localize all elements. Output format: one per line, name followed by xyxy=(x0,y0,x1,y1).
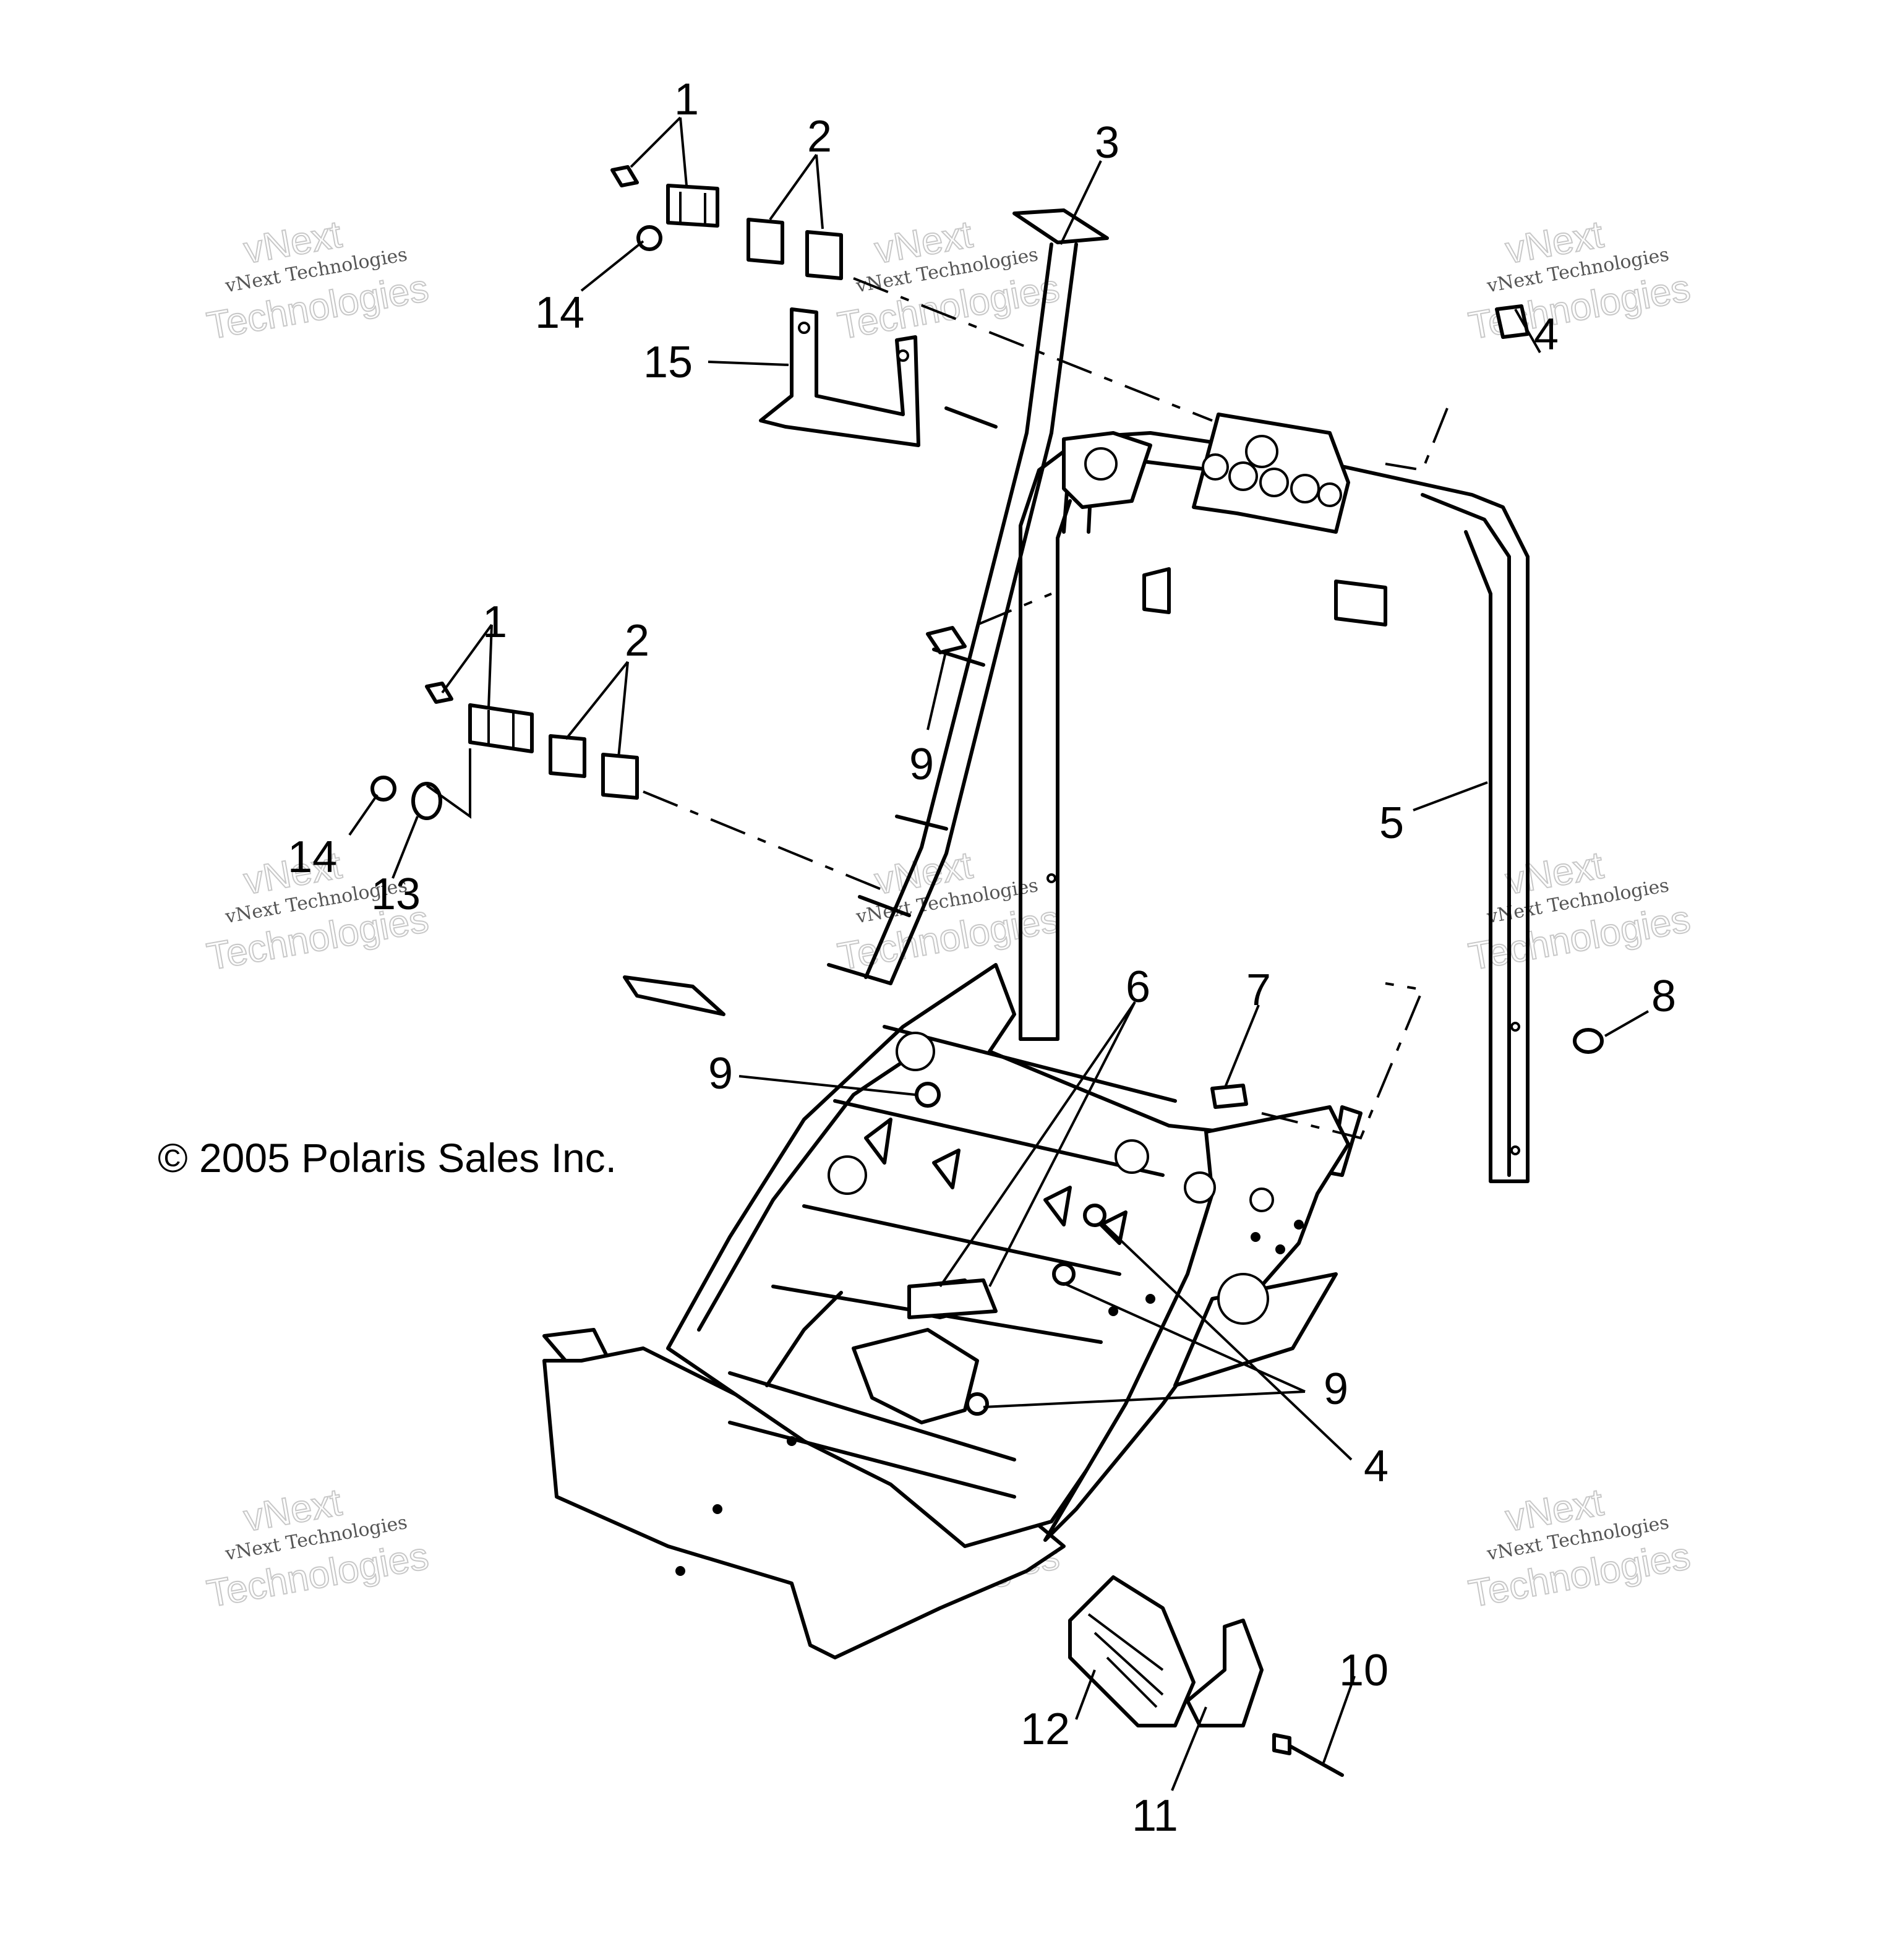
roll-hoop xyxy=(1019,413,1530,1183)
bolt-4-upper xyxy=(1495,304,1530,339)
watermark-bottom-left: vNext vNext Technologies Technologies xyxy=(203,1480,432,1616)
callout-14-top: 14 xyxy=(535,288,584,338)
clamp-11 xyxy=(1186,1619,1264,1727)
small-hardware xyxy=(915,304,1604,1777)
callout-9-left: 9 xyxy=(708,1049,733,1098)
clip-9-chassis-c xyxy=(965,1392,989,1416)
callout-14-mid: 14 xyxy=(288,832,337,882)
callout-9-upper: 9 xyxy=(909,740,934,789)
bracket-15 xyxy=(759,307,920,447)
clip-9-left xyxy=(915,1082,941,1108)
callout-11: 11 xyxy=(1132,1791,1178,1841)
watermark-bottom-right: vNext vNext Technologies Technologies xyxy=(1465,1480,1694,1616)
assembly-lines xyxy=(643,277,1449,1140)
callout-6: 6 xyxy=(1126,962,1150,1012)
steering-post xyxy=(623,208,1109,1016)
clip-9-chassis-a xyxy=(1083,1204,1106,1227)
callout-9-right: 9 xyxy=(1324,1364,1348,1414)
watermark-top-center: vNext vNext Technologies Technologies xyxy=(834,212,1063,348)
pin-10 xyxy=(1285,1742,1344,1777)
callout-labels: 1 2 3 14 15 4 9 5 1 2 14 13 6 7 8 9 9 4 … xyxy=(288,75,1676,1841)
copyright-notice: © 2005 Polaris Sales Inc. xyxy=(158,1135,617,1181)
callout-8: 8 xyxy=(1651,972,1676,1021)
clip-9-chassis-b xyxy=(1052,1262,1076,1286)
callout-2-mid: 2 xyxy=(625,616,649,665)
callout-4-top: 4 xyxy=(1534,310,1559,359)
lower-clamp-set xyxy=(370,682,639,820)
nut-8 xyxy=(1573,1028,1604,1054)
nut-14-upper xyxy=(636,225,662,251)
callout-3: 3 xyxy=(1095,118,1119,168)
clip-9-upper xyxy=(926,626,967,654)
clamp-1-upper-a xyxy=(666,184,719,228)
callout-1-mid: 1 xyxy=(482,597,507,647)
watermark-top-right: vNext vNext Technologies Technologies xyxy=(1465,212,1694,348)
bolt-1-upper xyxy=(610,165,639,187)
bolt-7 xyxy=(1210,1084,1248,1109)
chassis-frame xyxy=(542,963,1363,1659)
callout-1-top: 1 xyxy=(674,75,699,124)
clamp-2-upper-b xyxy=(805,230,843,280)
watermark-mid-center: vNext vNext Technologies Technologies xyxy=(834,843,1063,979)
leader-lines xyxy=(348,116,1649,1791)
callout-7: 7 xyxy=(1246,965,1271,1015)
watermark-top-left: vNext vNext Technologies Technologies xyxy=(203,212,432,348)
boot-12 xyxy=(1068,1575,1196,1727)
callout-12: 12 xyxy=(1021,1705,1070,1754)
callout-10: 10 xyxy=(1339,1646,1389,1695)
callout-4-bottom: 4 xyxy=(1364,1442,1389,1491)
upper-clamp-set xyxy=(610,165,843,280)
callout-5: 5 xyxy=(1379,798,1404,848)
clamp-2-upper-a xyxy=(747,218,784,265)
callout-2-top: 2 xyxy=(807,112,832,161)
callout-15: 15 xyxy=(643,338,693,387)
callout-13: 13 xyxy=(371,870,421,919)
